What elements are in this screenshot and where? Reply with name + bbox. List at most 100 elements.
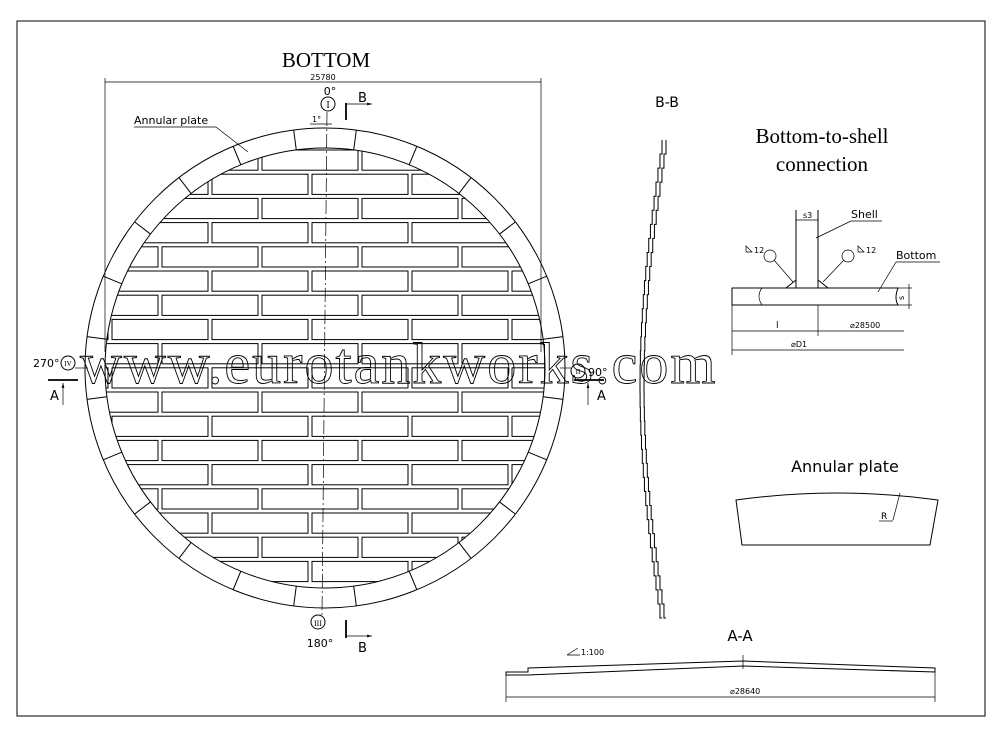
bottom-plate-section bbox=[731, 287, 899, 306]
bottom-plate bbox=[261, 343, 359, 365]
bottom-plate bbox=[261, 246, 359, 268]
annular-joint bbox=[103, 451, 122, 461]
section-aa-view: A-A 1:100 ⌀28640 bbox=[505, 627, 936, 702]
bottom-plate bbox=[361, 149, 459, 171]
slope-symbol bbox=[566, 647, 580, 656]
annular-plate-label: Annular plate bbox=[134, 114, 208, 127]
bottom-plate bbox=[361, 488, 459, 510]
annular-plate-detail: Annular plate R bbox=[735, 457, 939, 546]
connection-title-line1: Bottom-to-shell bbox=[756, 124, 889, 148]
bottom-plate bbox=[411, 222, 509, 244]
bottom-plate bbox=[361, 391, 459, 413]
annular-joint bbox=[232, 146, 242, 165]
roman-top: I bbox=[326, 100, 329, 111]
bottom-plate bbox=[261, 294, 359, 316]
weld-right-callout bbox=[841, 249, 855, 263]
bottom-plate bbox=[211, 512, 309, 534]
bottom-plate bbox=[161, 294, 259, 316]
bottom-plate bbox=[261, 439, 359, 462]
bb-stepped-profile bbox=[639, 140, 663, 619]
bottom-plate bbox=[111, 415, 209, 437]
weld-right-leader bbox=[822, 259, 845, 283]
bottom-plate bbox=[411, 270, 509, 292]
angle-0-label: 0° bbox=[324, 85, 337, 98]
bottom-plate bbox=[161, 488, 259, 510]
d1-label: ⌀D1 bbox=[791, 340, 807, 349]
bottom-plate bbox=[562, 489, 658, 509]
bottom-plate bbox=[311, 222, 409, 244]
bottom-plate bbox=[105, 343, 159, 365]
bottom-plate bbox=[311, 318, 409, 341]
bottom-plate bbox=[311, 415, 409, 437]
center-line-vertical bbox=[321, 111, 328, 616]
annular-joint bbox=[86, 396, 107, 400]
bottom-plate bbox=[461, 391, 545, 413]
weld-right bbox=[817, 278, 830, 289]
bottom-plate bbox=[311, 464, 409, 486]
bottom-plate bbox=[562, 247, 658, 267]
radius-label: R bbox=[881, 512, 887, 522]
bottom-plate bbox=[461, 439, 545, 462]
bottom-plate bbox=[161, 246, 259, 268]
annular-joint bbox=[458, 177, 472, 194]
annular-joint bbox=[293, 129, 297, 150]
bottom-plate bbox=[105, 536, 159, 558]
bottom-plate bbox=[461, 294, 545, 316]
bottom-plate bbox=[361, 439, 459, 462]
annular-joint bbox=[134, 501, 151, 515]
bottom-plate bbox=[111, 367, 209, 389]
bottom-plate bbox=[511, 318, 545, 341]
bottom-plate-break bbox=[758, 287, 763, 306]
bottom-plate bbox=[361, 294, 459, 316]
bottom-plate bbox=[562, 150, 658, 170]
annular-joint bbox=[86, 336, 107, 340]
bottom-plate bbox=[211, 173, 309, 195]
drawing-frame bbox=[16, 20, 986, 717]
bottom-plate bbox=[161, 197, 259, 220]
annular-plate-shape bbox=[735, 492, 939, 546]
roman-right: II bbox=[576, 368, 581, 376]
section-a-left-letter: A bbox=[50, 389, 59, 404]
weld-left-callout bbox=[763, 249, 777, 263]
bottom-plate bbox=[161, 391, 259, 413]
bottom-plate bbox=[161, 536, 259, 558]
bottom-plate bbox=[562, 440, 658, 460]
bottom-plate bbox=[261, 149, 359, 171]
bottom-plate bbox=[562, 198, 658, 218]
bottom-plate bbox=[105, 222, 109, 244]
bottom-plate bbox=[411, 512, 509, 534]
angle-180-label: 180° bbox=[307, 637, 334, 650]
bottom-plate bbox=[261, 536, 359, 558]
annular-joint bbox=[543, 336, 564, 340]
bottom-plate bbox=[211, 464, 309, 486]
bottom-plate bbox=[111, 318, 209, 341]
bottom-plate bbox=[261, 391, 359, 413]
roman-left: IV bbox=[64, 360, 71, 368]
section-bb-view: B-B bbox=[639, 95, 679, 619]
annular-joint bbox=[499, 501, 516, 515]
bottom-leader bbox=[877, 261, 897, 293]
bottom-plate bbox=[261, 488, 359, 510]
bottom-plate bbox=[211, 415, 309, 437]
section-b-top-letter: B bbox=[358, 91, 367, 106]
bottom-plate bbox=[511, 270, 545, 292]
marker-left bbox=[60, 355, 76, 371]
bottom-plate bbox=[511, 464, 545, 486]
bottom-plate bbox=[105, 173, 109, 195]
d28500-label: ⌀28500 bbox=[850, 321, 880, 330]
weld-left-symbol bbox=[745, 245, 753, 253]
bottom-plate bbox=[105, 464, 109, 486]
bottom-plate bbox=[211, 270, 309, 292]
annular-joint bbox=[528, 451, 547, 461]
aa-title: A-A bbox=[727, 627, 753, 645]
radius-leader bbox=[892, 492, 901, 521]
annular-joint bbox=[408, 571, 418, 590]
bottom-label: Bottom bbox=[896, 249, 936, 262]
annular-joint bbox=[528, 275, 547, 285]
bottom-plate bbox=[411, 464, 509, 486]
annular-joint bbox=[232, 571, 242, 590]
bottom-plate bbox=[211, 318, 309, 341]
bottom-plate bbox=[105, 391, 159, 413]
bottom-plate bbox=[461, 149, 545, 171]
